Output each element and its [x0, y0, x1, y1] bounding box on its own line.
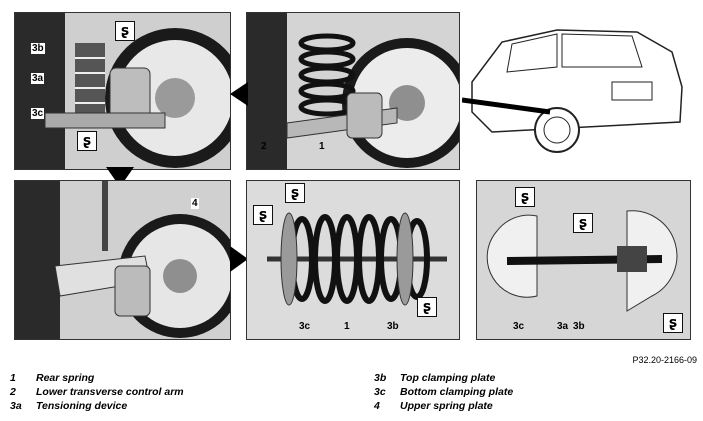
special-tool-icon: ʂ: [573, 213, 593, 233]
panel-spring-compressor-tool: 3c 3a 3b ʂ ʂ ʂ: [476, 180, 691, 340]
arrow-right-icon: [230, 246, 248, 272]
legend-item: 3c Bottom clamping plate: [374, 386, 513, 400]
special-tool-icon: ʂ: [417, 297, 437, 317]
legend-item: 3b Top clamping plate: [374, 372, 513, 386]
legend-key: 4: [374, 400, 380, 412]
label-3b-callout: 3b: [573, 321, 585, 332]
tensioning-device-illustration: [477, 181, 690, 339]
legend-text: Lower transverse control arm: [36, 386, 184, 398]
legend-key: 3b: [374, 372, 387, 384]
arrow-down-icon: [106, 167, 134, 187]
spring-installed-illustration: [247, 13, 459, 169]
legend-item: 1 Rear spring: [10, 372, 184, 386]
panel-disassembled-spring-tool: 3b 3a 3c ʂ ʂ: [14, 12, 231, 170]
legend-key: 2: [10, 386, 16, 398]
legend-item: 3a Tensioning device: [10, 400, 184, 414]
panel-upper-spring-plate: 4: [14, 180, 231, 340]
special-tool-icon: ʂ: [77, 131, 97, 151]
legend-text: Upper spring plate: [400, 400, 493, 412]
label-3a-callout: 3a: [31, 73, 45, 84]
label-3c-callout: 3c: [299, 321, 311, 332]
figure-reference-code: P32.20-2166-09: [632, 355, 697, 365]
special-tool-icon: ʂ: [515, 187, 535, 207]
legend-item: 4 Upper spring plate: [374, 400, 513, 414]
legend-left: 1 Rear spring 2 Lower transverse control a…: [10, 372, 184, 414]
label-3c-callout: 3c: [31, 108, 45, 119]
vehicle-illustration: [462, 29, 683, 153]
legend-key: 3c: [374, 386, 386, 398]
label-2-callout: 2: [261, 141, 267, 152]
label-3b-callout: 3b: [31, 43, 45, 54]
legend-text: Rear spring: [36, 372, 95, 384]
legend-text: Tensioning device: [36, 400, 128, 412]
legend-key: 1: [10, 372, 16, 384]
special-tool-icon: ʂ: [663, 313, 683, 333]
special-tool-icon: ʂ: [253, 205, 273, 225]
panel-installed-spring: 2 1: [246, 12, 460, 170]
legend-key: 3a: [10, 400, 22, 412]
legend-text: Bottom clamping plate: [400, 386, 514, 398]
label-3a-callout: 3a: [557, 321, 569, 332]
special-tool-icon: ʂ: [115, 21, 135, 41]
legend-text: Top clamping plate: [400, 372, 496, 384]
special-tool-icon: ʂ: [285, 183, 305, 203]
legend-item: 2 Lower transverse control arm: [10, 386, 184, 400]
label-3b-callout: 3b: [387, 321, 399, 332]
label-3c-callout: 3c: [513, 321, 525, 332]
panel-compressed-spring: 3c 1 3b ʂ ʂ ʂ: [246, 180, 460, 340]
legend-right: 3b Top clamping plate 3c Bottom clamping p…: [374, 372, 513, 414]
label-1-callout: 1: [344, 321, 350, 332]
arrow-left-icon: [230, 82, 248, 106]
label-4-callout: 4: [191, 198, 199, 209]
label-1-callout: 1: [319, 141, 325, 152]
